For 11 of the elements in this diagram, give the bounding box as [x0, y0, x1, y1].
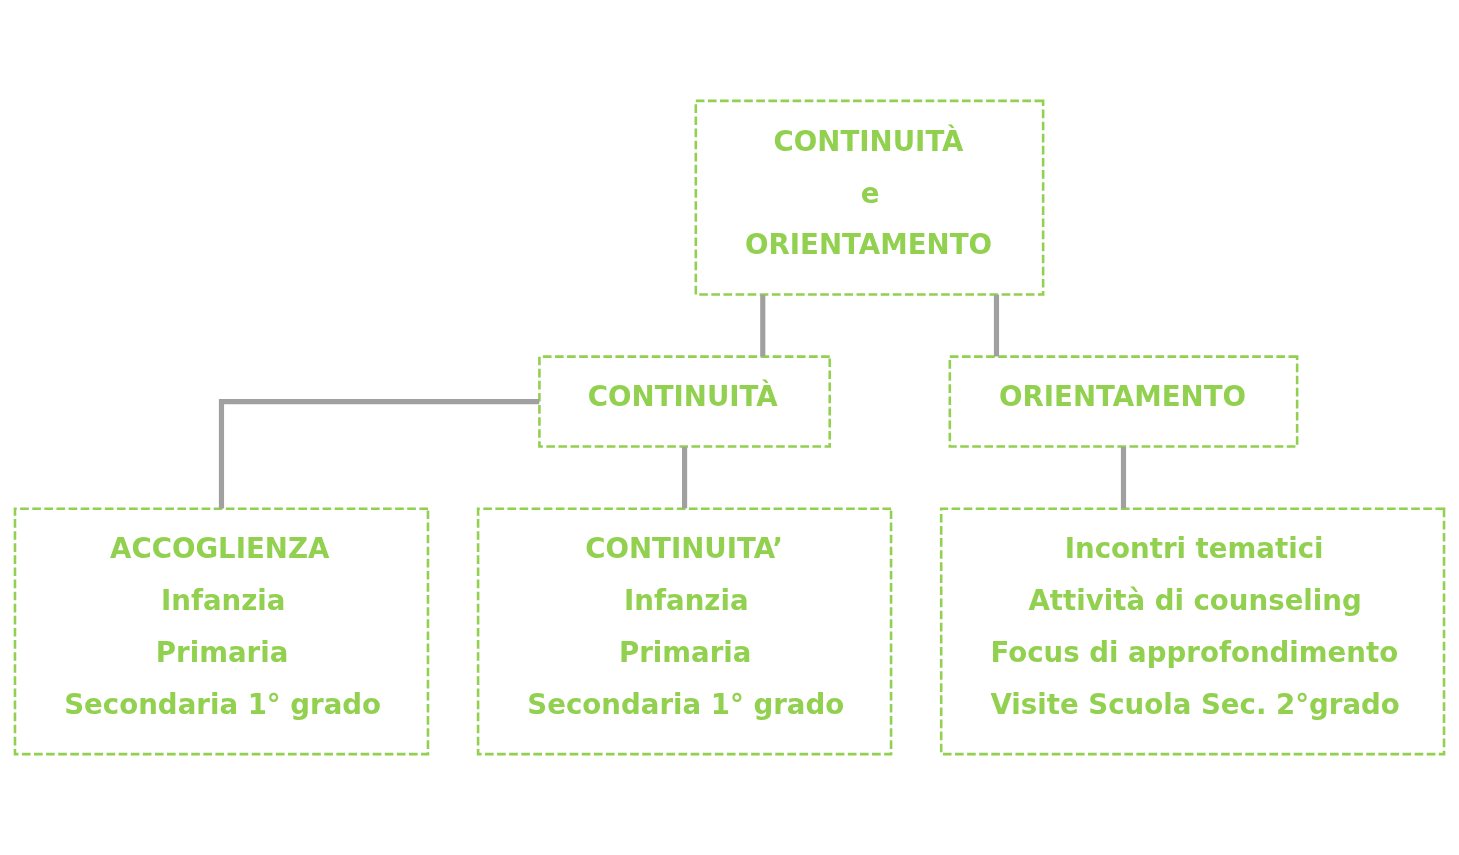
- connector: [760, 294, 766, 357]
- connector: [1120, 447, 1127, 509]
- connector: [682, 447, 688, 509]
- node-box: CONTINUITA’ Infanzia Primaria Secondaria 1° grado: [476, 507, 893, 756]
- node-box: CONTINUITÀ e ORIENTAMENTO: [694, 99, 1045, 296]
- node-box: ORIENTAMENTO: [948, 355, 1299, 448]
- connector: [218, 399, 540, 509]
- connector: [993, 294, 1000, 357]
- node-box: ACCOGLIENZA Infanzia Primaria Secondaria 1° grado: [13, 507, 430, 756]
- node-box: Incontri tematici Attività di counseling Focus di approfondimento Visite Scuola Sec. 2°grado: [939, 507, 1446, 756]
- node-box: CONTINUITÀ: [538, 355, 831, 448]
